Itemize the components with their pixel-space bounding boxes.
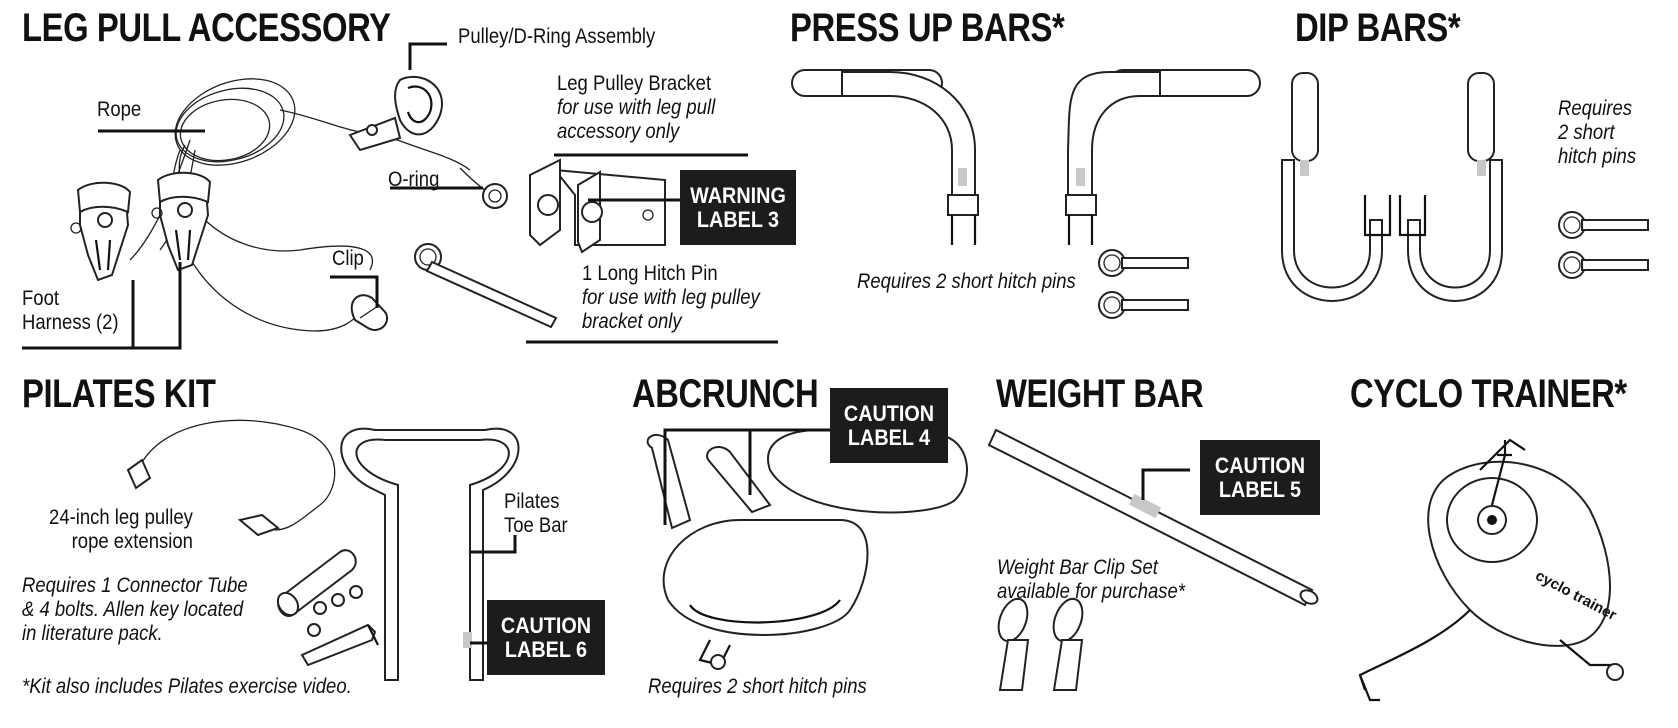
short-hitch-pins-press-up [1098,249,1189,319]
bolts-drawing [307,585,363,637]
section-title-pilates-kit: PILATES KIT [22,372,216,416]
label-pilates-footnote: *Kit also includes Pilates exercise vide… [22,675,352,698]
foot-harness-drawing [70,171,212,282]
pilates-toe-bar-drawing [340,427,520,681]
label-long-hitch-pin: 1 Long Hitch Pin for use with leg pulley… [582,262,760,333]
label-pilates-toe-bar: Pilates Toe Bar [504,490,568,537]
label-weight-bar-clip-set: Weight Bar Clip Set available for purcha… [997,556,1186,603]
label-leg-pulley-bracket: Leg Pulley Bracket for use with leg pull… [557,72,716,143]
section-title-abcrunch: ABCRUNCH [632,372,819,416]
label-rope: Rope [97,98,142,121]
leg-pulley-bracket-drawing [529,158,666,254]
section-title-weight-bar: WEIGHT BAR [996,372,1204,416]
label-pulley-d-ring: Pulley/D-Ring Assembly [458,25,656,48]
cyclo-trainer-drawing [1358,438,1624,702]
label-pilates-requirements: Requires 1 Connector Tube & 4 bolts. All… [22,574,248,645]
caution-label-5: CAUTION LABEL 5 [1200,440,1320,515]
short-hitch-pins-dip [1558,211,1649,279]
label-abcrunch-hitch-pins: Requires 2 short hitch pins [648,675,867,698]
label-dip-hitch-pins: Requires 2 short hitch pins [1558,97,1637,168]
connector-tube-drawing [276,549,357,617]
section-title-cyclo-trainer: CYCLO TRAINER* [1350,372,1627,416]
caution-label-4: CAUTION LABEL 4 [830,388,948,463]
press-up-bar-right [1065,69,1261,245]
label-clip: Clip [332,247,364,270]
abcrunch-drawing [646,428,968,670]
long-hitch-pin-drawing [414,243,558,329]
label-foot-harness: Foot Harness (2) [22,287,119,334]
label-o-ring: O-ring [388,168,440,191]
label-press-up-hitch-pins: Requires 2 short hitch pins [857,270,1076,293]
allen-key-drawing [300,623,379,667]
dip-bar-left [1281,72,1392,302]
pulley-d-ring-drawing [348,75,443,152]
dip-bar-right [1398,72,1503,302]
warning-label-3: WARNING LABEL 3 [680,170,796,245]
weight-bar-clip-set-drawing [997,597,1084,691]
press-up-bar-left [791,69,979,245]
clip-drawing [350,294,388,331]
weight-bar-drawing [987,428,1319,607]
label-rope-extension: 24-inch leg pulley rope extension [49,506,193,553]
section-title-dip-bars: DIP BARS* [1295,6,1461,50]
rope-extension-drawing [126,419,336,537]
o-ring-drawing [459,167,508,209]
section-title-press-up-bars: PRESS UP BARS* [790,6,1065,50]
section-title-leg-pull: LEG PULL ACCESSORY [22,6,391,50]
caution-label-6: CAUTION LABEL 6 [487,600,605,675]
